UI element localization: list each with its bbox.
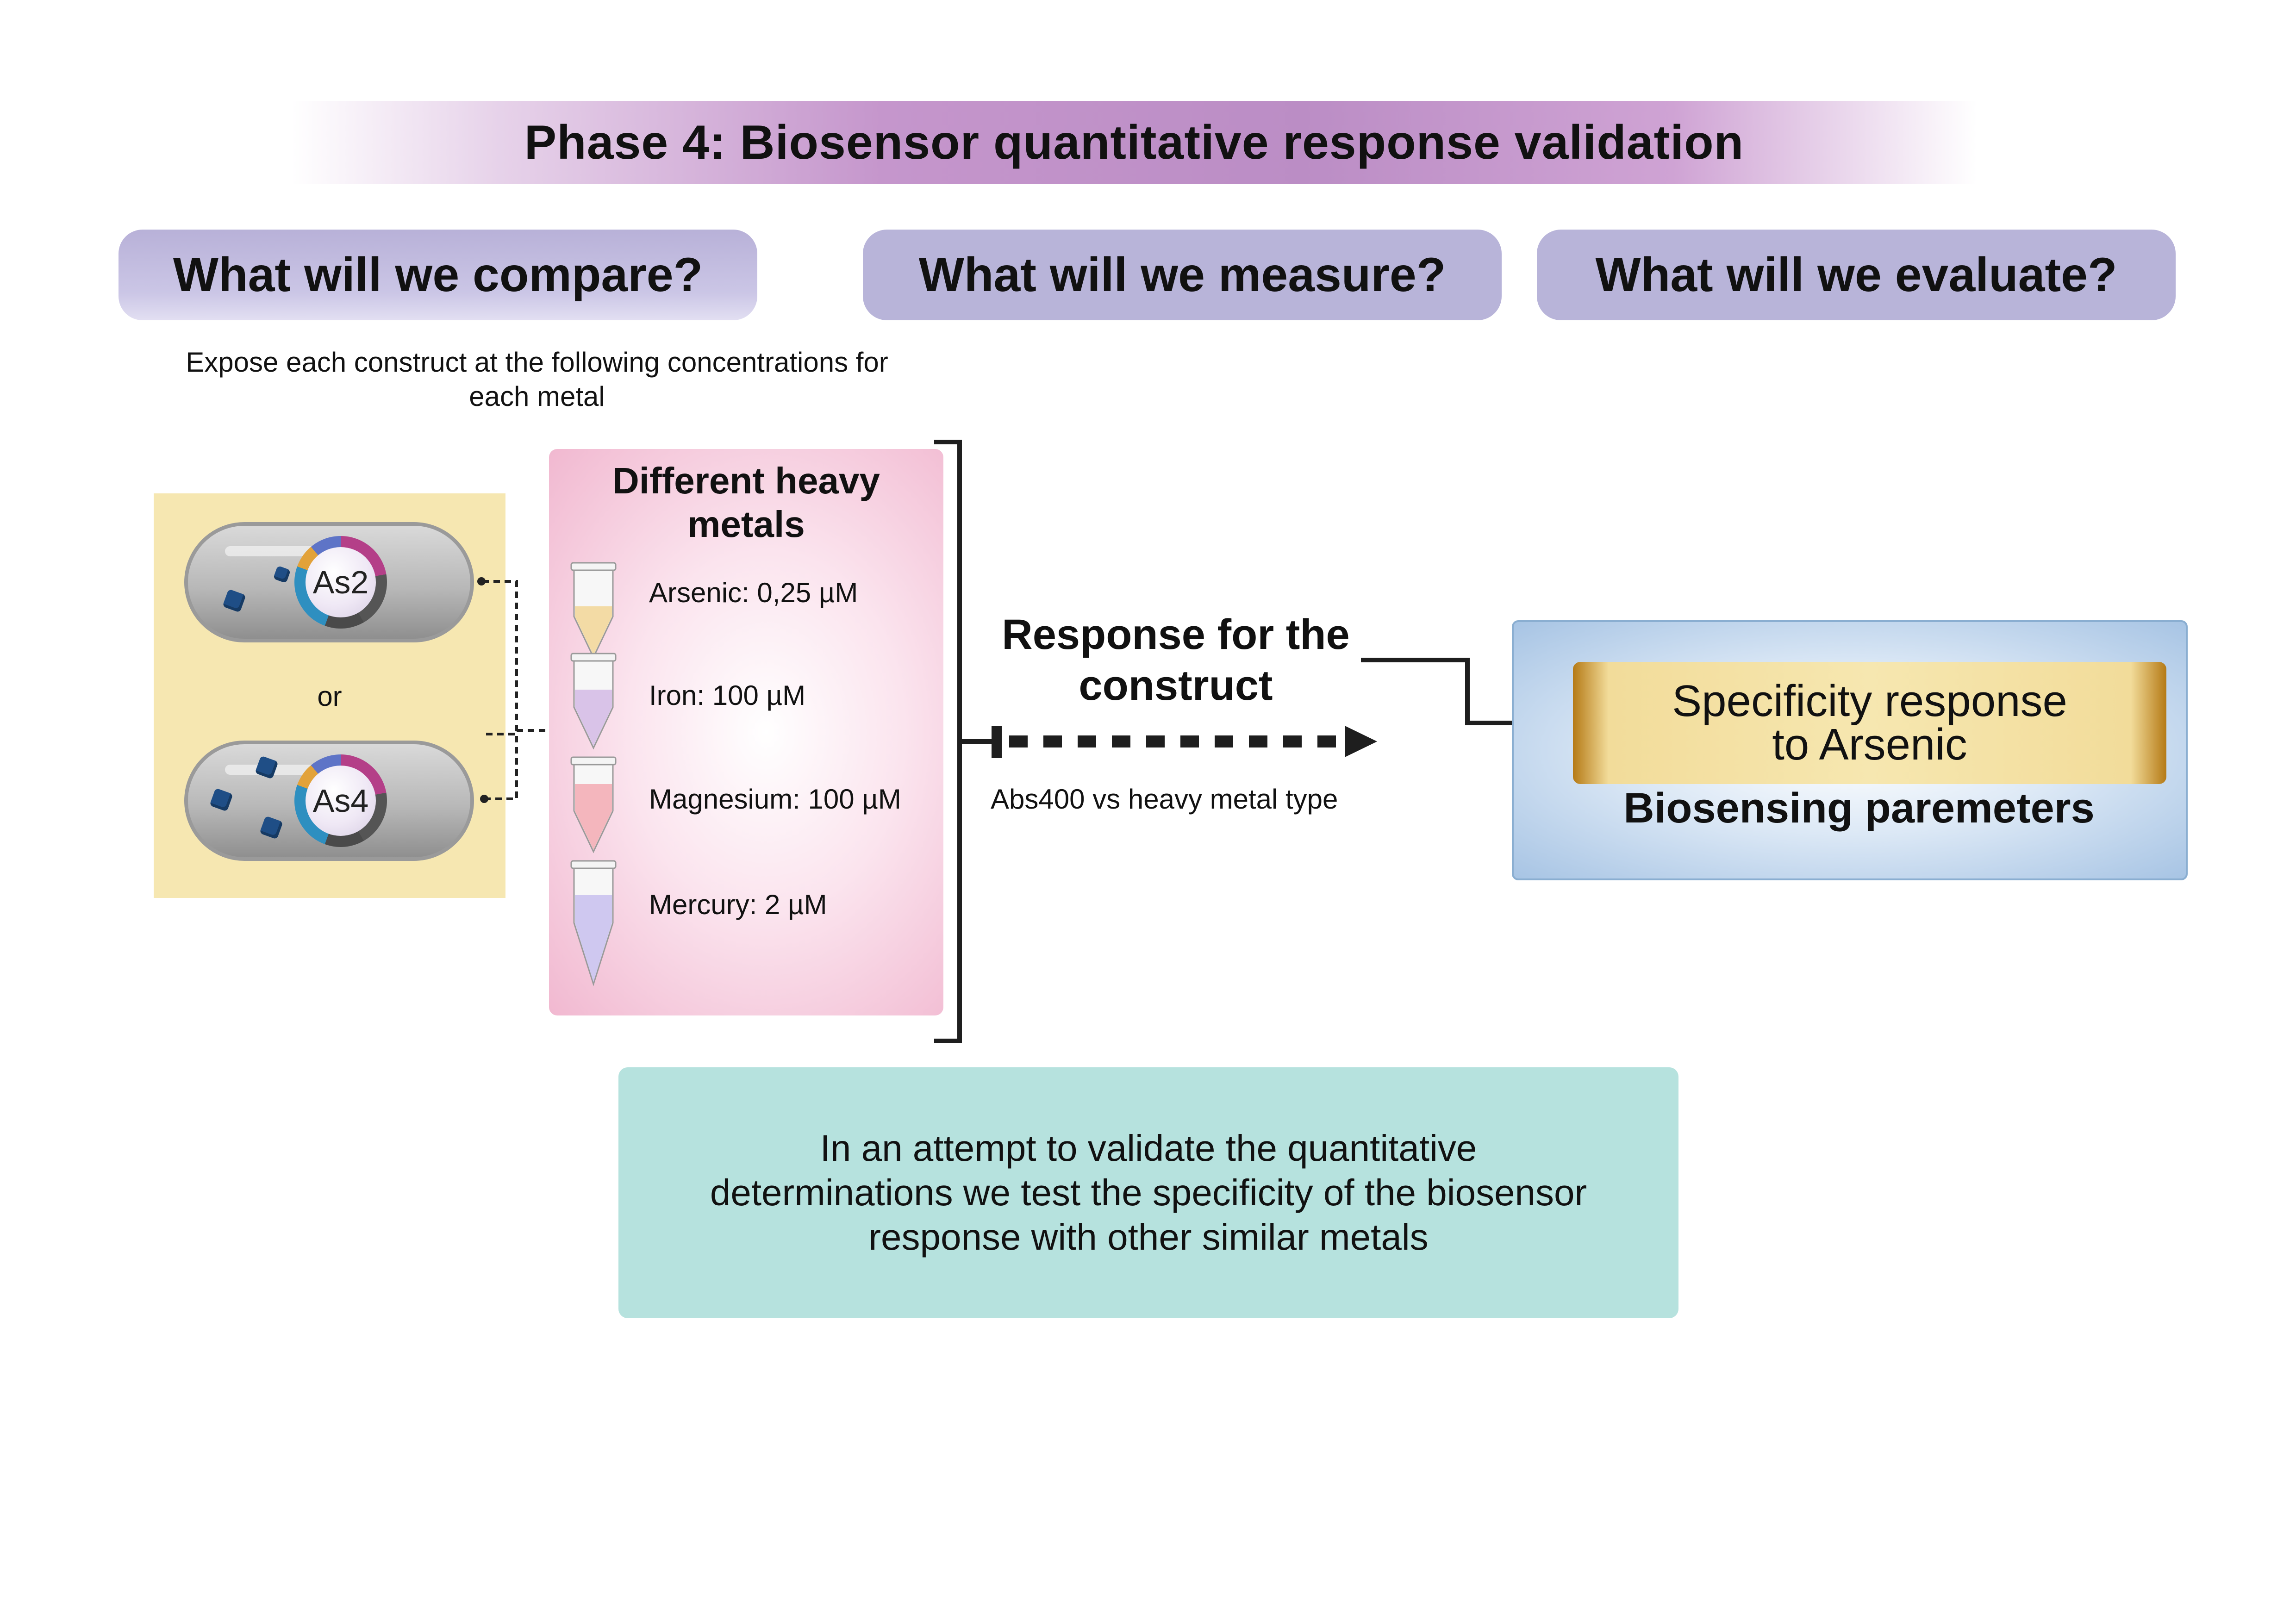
heavy-metals-title-line2: metals: [687, 504, 805, 545]
biosensing-parameters-caption: Biosensing paremeters: [1623, 785, 2095, 832]
construct-bracket-line: [482, 580, 518, 735]
heavy-metals-title-line1: Different heavy: [612, 460, 880, 501]
tube-icon: [570, 653, 617, 750]
bacterium-as2: As2: [184, 522, 474, 642]
tube-icon: [570, 860, 617, 986]
heavy-metals-title: Different heavy metals: [549, 459, 943, 546]
constructs-box: As2 As4: [154, 493, 505, 898]
or-separator: or: [317, 681, 342, 712]
connector-dot: [477, 577, 486, 585]
specificity-line2: to Arsenic: [1772, 720, 1967, 769]
tube-icon: [570, 562, 617, 659]
heavy-metals-panel: [549, 449, 943, 1015]
plasmid-icon: As4: [294, 754, 387, 847]
conclusion-line3: response with other similar metals: [868, 1216, 1429, 1258]
construct-label-as4: As4: [306, 766, 376, 836]
specificity-line1: Specificity response: [1672, 676, 2067, 726]
evaluate-heading: What will we evaluate?: [1537, 230, 2176, 320]
conclusion-box: In an attempt to validate the quantitati…: [618, 1067, 1678, 1318]
metals-bracket: [934, 440, 962, 1043]
metal-magnesium: Magnesium: 100 µM: [649, 784, 901, 815]
bacterium-as4: As4: [184, 741, 474, 861]
tube-icon: [570, 756, 617, 853]
arrow-head: [1345, 726, 1377, 757]
measurement-label: Abs400 vs heavy metal type: [991, 784, 1338, 815]
measure-heading: What will we measure?: [863, 230, 1502, 320]
expose-instruction: Expose each construct at the following c…: [186, 347, 888, 412]
specificity-label: Specificity response to Arsenic: [1573, 662, 2166, 784]
compare-heading: What will we compare?: [119, 230, 757, 320]
response-label: Response for the construct: [981, 609, 1370, 711]
title-banner: Phase 4: Biosensor quantitative response…: [292, 101, 1977, 184]
plasmid-icon: As2: [294, 536, 387, 629]
metal-mercury: Mercury: 2 µM: [649, 889, 827, 920]
response-line2: construct: [1079, 662, 1273, 709]
metal-arsenic: Arsenic: 0,25 µM: [649, 577, 858, 608]
sample-tubes: [570, 562, 617, 986]
conclusion-line1: In an attempt to validate the quantitati…: [820, 1127, 1477, 1169]
construct-label-as2: As2: [306, 547, 376, 617]
conclusion-line2: determinations we test the specificity o…: [710, 1172, 1587, 1213]
page-title: Phase 4: Biosensor quantitative response…: [524, 115, 1744, 169]
response-line1: Response for the: [1002, 611, 1350, 658]
metal-iron: Iron: 100 µM: [649, 680, 806, 711]
